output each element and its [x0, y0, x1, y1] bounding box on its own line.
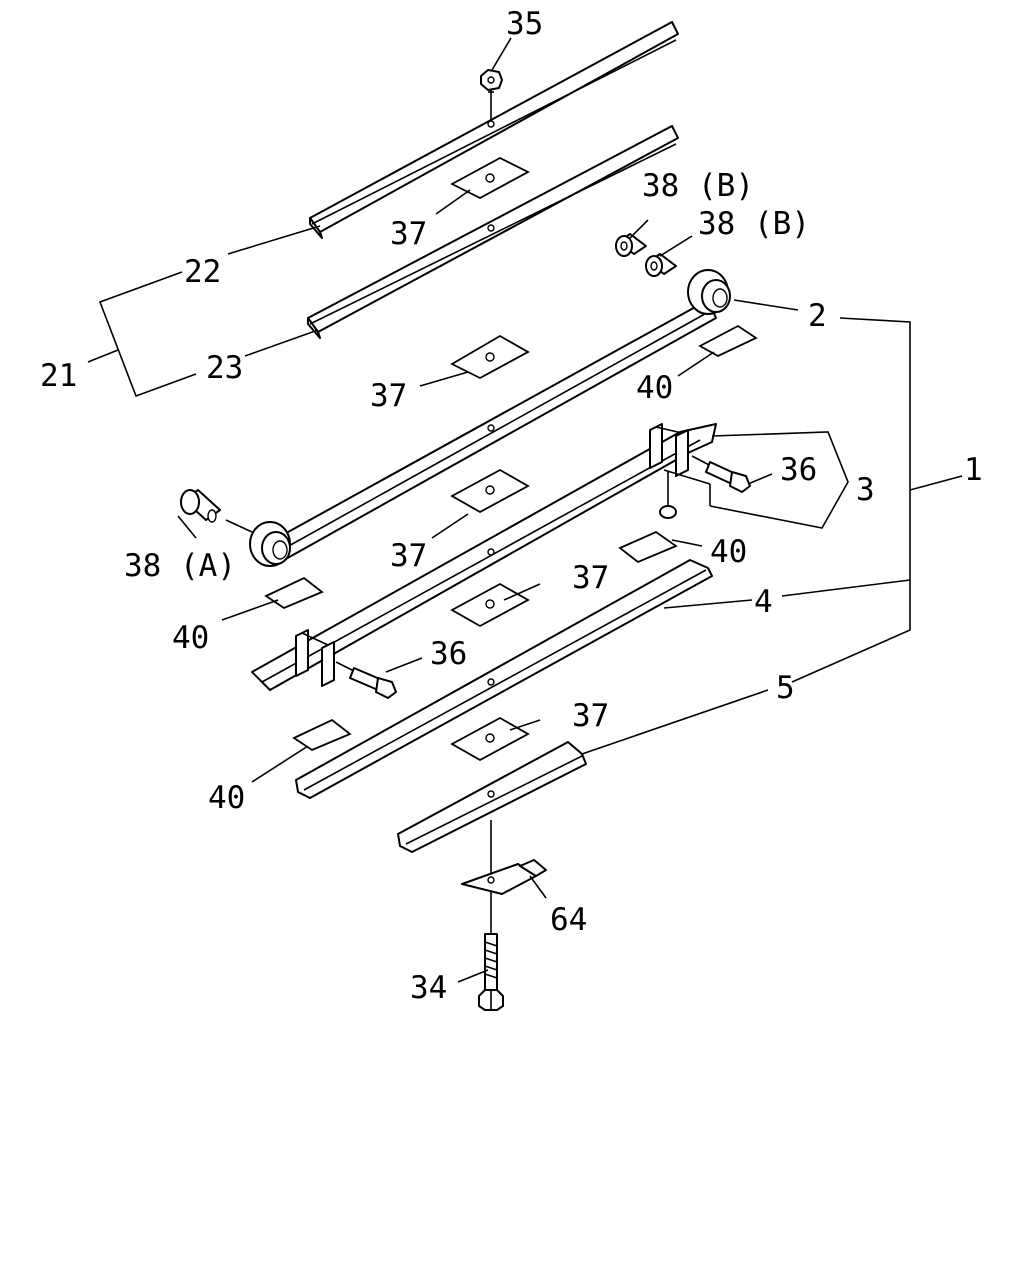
bushing-38b-2	[645, 253, 677, 277]
label-1: 1	[964, 452, 983, 488]
label-40-a: 40	[636, 370, 673, 406]
pad-40-a	[698, 324, 758, 358]
label-22: 22	[184, 254, 221, 290]
label-40-b: 40	[710, 534, 747, 570]
label-5: 5	[776, 670, 795, 706]
pad-40-d	[292, 718, 352, 752]
label-36-b: 36	[430, 636, 467, 672]
label-2: 2	[808, 298, 827, 334]
label-37-b: 37	[370, 378, 407, 414]
label-64: 64	[550, 902, 587, 938]
leaf-3	[251, 423, 717, 691]
label-37-e: 37	[572, 698, 609, 734]
label-40-c: 40	[172, 620, 209, 656]
label-23: 23	[206, 350, 243, 386]
bolt-36-a	[691, 455, 751, 493]
bushing-38b-1	[615, 233, 647, 257]
label-38b-1: 38 (B)	[642, 168, 754, 204]
callout-labels: 35 22 21 23 37 37 37 37 37 38 (B) 38 (B)…	[40, 6, 983, 1006]
label-37-a: 37	[390, 216, 427, 252]
label-37-d: 37	[572, 560, 609, 596]
label-36-a: 36	[780, 452, 817, 488]
pad-40-c	[264, 576, 324, 610]
nut-35	[480, 69, 503, 120]
bolt-34	[478, 933, 504, 1011]
leaf-22	[309, 21, 679, 239]
leaf-23	[307, 125, 679, 339]
leader-lines	[87, 37, 963, 983]
label-37-c: 37	[390, 538, 427, 574]
rivet-3	[659, 472, 677, 519]
pad-40-b	[618, 530, 678, 564]
bolt-36-b	[335, 661, 397, 699]
label-38a: 38 (A)	[124, 548, 236, 584]
leaf-5	[397, 716, 587, 853]
main-leaf-2	[249, 269, 731, 567]
plate-64	[461, 859, 547, 895]
label-40-d: 40	[208, 780, 245, 816]
label-3: 3	[856, 472, 875, 508]
label-35: 35	[506, 6, 543, 42]
label-34: 34	[410, 970, 447, 1006]
bushing-38a	[180, 489, 221, 523]
label-4: 4	[754, 584, 773, 620]
label-38b-2: 38 (B)	[698, 206, 810, 242]
leaf-4	[295, 559, 713, 799]
label-21: 21	[40, 358, 77, 394]
